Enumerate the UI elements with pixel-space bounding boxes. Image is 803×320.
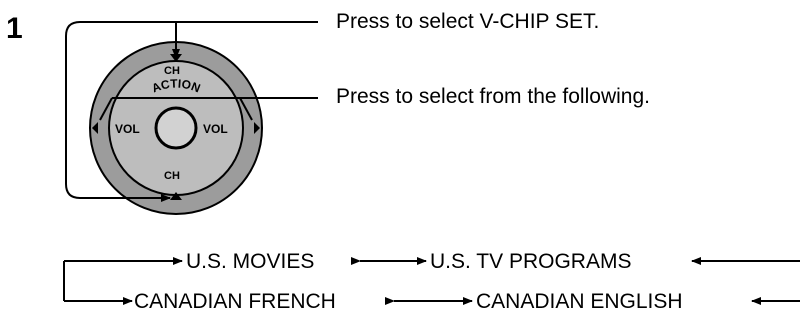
menu-item-canadian-english: CANADIAN ENGLISH	[476, 290, 683, 313]
step-number: 1	[6, 12, 23, 45]
ch-down-label: CH	[164, 170, 180, 182]
vol-callout-line	[99, 97, 318, 121]
action-center-button	[154, 106, 198, 150]
vol-left-marker	[92, 122, 98, 134]
ch-callout-line	[172, 21, 318, 59]
action-label: ACTION	[150, 76, 203, 95]
menu-item-us-tv-programs: U.S. TV PROGRAMS	[430, 250, 632, 273]
callout-select-vchip: Press to select V-CHIP SET.	[336, 10, 600, 33]
remote-dial: ACTION	[89, 41, 263, 215]
vol-right-marker	[254, 122, 260, 134]
vol-left-label: VOL	[115, 122, 140, 136]
loop-bracket	[65, 21, 176, 202]
ch-up-label: CH	[164, 65, 180, 77]
callout-select-following: Press to select from the following.	[336, 85, 650, 108]
menu-cycle-connectors	[63, 257, 800, 305]
vol-right-label: VOL	[203, 122, 228, 136]
menu-item-us-movies: U.S. MOVIES	[186, 250, 315, 273]
menu-item-canadian-french: CANADIAN FRENCH	[134, 290, 336, 313]
ch-down-marker	[170, 192, 182, 200]
